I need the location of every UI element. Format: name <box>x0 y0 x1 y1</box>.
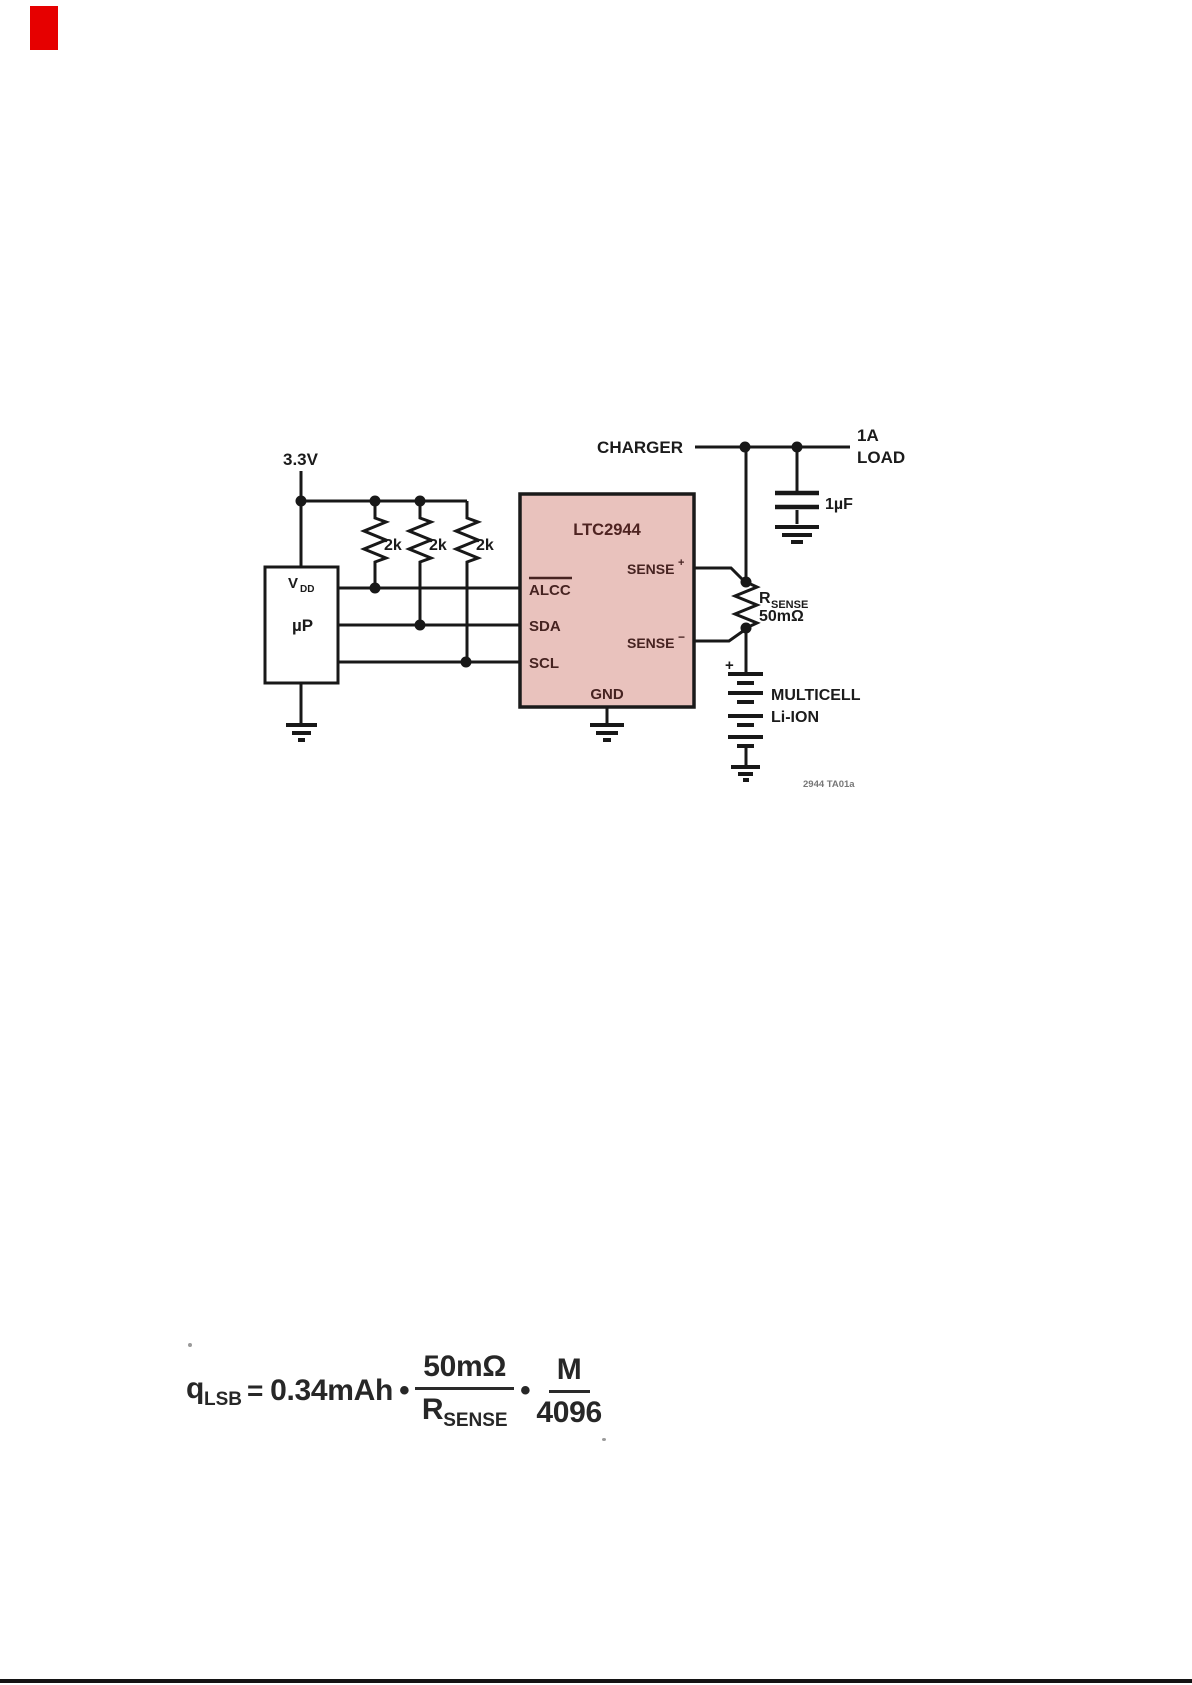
pin-sense-minus-sup: − <box>678 630 685 644</box>
wire-sense-plus <box>694 566 748 585</box>
pin-gnd: GND <box>590 686 624 703</box>
formula-dot-1: • <box>399 1374 410 1407</box>
resistor-label-1: 2k <box>384 537 402 554</box>
battery-label-2: Li-ION <box>771 709 819 726</box>
supply-label: 3.3V <box>283 450 319 469</box>
formula-fraction-2: M 4096 <box>536 1353 602 1430</box>
ic-title: LTC2944 <box>573 521 641 539</box>
fraction2-numerator: M <box>548 1353 590 1393</box>
formula-q: qLSB <box>186 1371 243 1410</box>
vdd-pin-label: V <box>288 575 298 592</box>
formula-fraction-1: 50mΩ RSENSE <box>415 1350 515 1432</box>
fraction1-denominator: RSENSE <box>421 1393 508 1431</box>
resistor-label-2: 2k <box>429 537 447 554</box>
micro-label: µP <box>292 616 313 635</box>
pin-sense-minus: SENSE <box>627 635 674 651</box>
red-marker <box>30 6 58 50</box>
vdd-pin-sub: DD <box>300 584 314 595</box>
resistor-2k-3 <box>452 501 483 662</box>
pin-alcc: ALCC <box>529 582 571 599</box>
formula-value: 0.34mAh <box>270 1374 394 1407</box>
resistor-2k-2 <box>405 501 436 625</box>
wire-sense-minus <box>694 627 747 643</box>
battery-icon <box>728 672 763 748</box>
pin-sense-plus-sup: + <box>678 557 684 569</box>
ltc2944-ic-box <box>518 492 696 709</box>
page-bottom-rule <box>0 1679 1192 1683</box>
formula-q-sub: LSB <box>204 1388 243 1410</box>
rsense-value: 50mΩ <box>759 608 804 625</box>
resistor-2k-1 <box>360 501 391 588</box>
pin-scl: SCL <box>529 655 559 672</box>
resistor-label-3: 2k <box>476 537 494 554</box>
load-label: LOAD <box>857 448 905 467</box>
rsense-label: R <box>759 590 771 607</box>
formula-dot-2: • <box>520 1374 531 1407</box>
load-label-1a: 1A <box>857 426 879 445</box>
ground-icon-up <box>286 723 317 742</box>
pin-sense-plus: SENSE <box>627 561 674 577</box>
charger-label: CHARGER <box>597 438 683 457</box>
ground-icon-ic <box>590 723 624 742</box>
print-speck <box>602 1438 606 1441</box>
ground-icon-cap <box>775 525 819 544</box>
qlsb-formula: qLSB = 0.34mAh • 50mΩ RSENSE • M 4096 <box>186 1350 602 1432</box>
formula-equals: = <box>247 1375 264 1406</box>
fraction2-denominator: 4096 <box>536 1395 602 1429</box>
junction-dots <box>295 441 803 668</box>
capacitor-icon <box>775 490 819 510</box>
wires <box>299 445 850 765</box>
resistor-rsense <box>731 580 761 630</box>
pin-sda: SDA <box>529 618 561 635</box>
print-speck <box>188 1343 192 1347</box>
ground-icon-battery <box>731 765 760 782</box>
microprocessor-box <box>263 565 340 685</box>
battery-plus-sign: + <box>725 657 734 674</box>
fraction1-numerator: 50mΩ <box>415 1350 515 1390</box>
rsense-label-sub: SENSE <box>771 599 808 611</box>
cap-value-label: 1µF <box>825 496 853 513</box>
figure-note: 2944 TA01a <box>803 779 855 790</box>
battery-label-1: MULTICELL <box>771 687 861 704</box>
